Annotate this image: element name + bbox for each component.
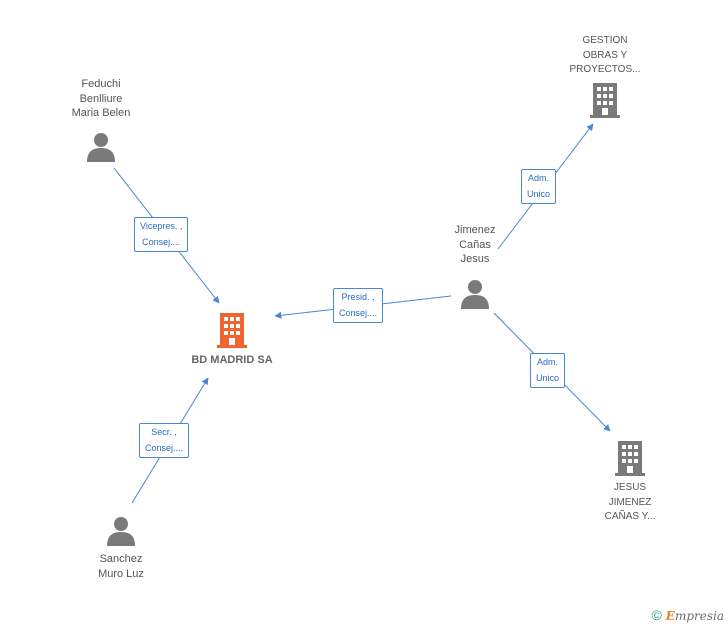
edge-label-presid[interactable]: Presid. , Consej....: [333, 288, 384, 323]
node-label: JESUS JIMENEZ CAÑAS Y...: [604, 482, 656, 522]
person-icon: [107, 517, 135, 546]
building-icon: [217, 313, 247, 348]
building-icon: [590, 82, 620, 118]
node-label: Feduchi Benlliure Maria Belen: [71, 78, 131, 119]
empresia-footer: ©Empresia: [651, 607, 724, 623]
node-gestion-obras[interactable]: GESTION OBRAS Y PROYECTOS...: [555, 34, 655, 119]
node-label: BD MADRID SA: [191, 354, 273, 366]
edge-label-secr[interactable]: Secr. , Consej....: [139, 423, 190, 458]
node-label: GESTION OBRAS Y PROYECTOS...: [569, 35, 641, 75]
building-icon: [615, 441, 645, 476]
person-icon: [87, 132, 115, 162]
edge-label-vicepres[interactable]: Vicepres. , Consej....: [134, 217, 189, 252]
node-jesus-jimenez-company[interactable]: JESUS JIMENEZ CAÑAS Y...: [580, 441, 680, 525]
edge-label-adm-unico-jesusco[interactable]: Adm. Unico: [530, 353, 566, 388]
node-sanchez[interactable]: Sanchez Muro Luz: [71, 516, 171, 581]
node-bd-madrid[interactable]: BD MADRID SA: [172, 313, 292, 368]
node-label: Sanchez Muro Luz: [98, 553, 144, 580]
node-feduchi[interactable]: Feduchi Benlliure Maria Belen: [51, 77, 151, 162]
empresia-logo[interactable]: Empresia: [665, 609, 724, 623]
copyright-icon: ©: [651, 607, 662, 623]
node-jimenez[interactable]: Jimenez Cañas Jesus: [425, 223, 525, 309]
edge-label-adm-unico-gestion[interactable]: Adm. Unico: [521, 169, 557, 204]
person-icon: [461, 279, 489, 309]
node-label: Jimenez Cañas Jesus: [454, 224, 496, 265]
